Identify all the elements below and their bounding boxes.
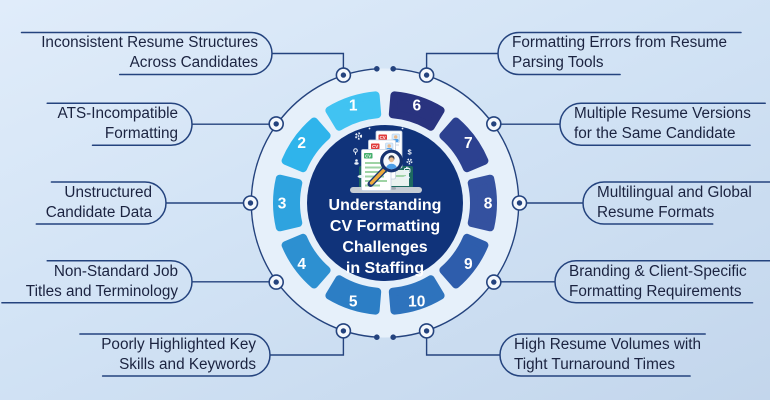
dollar-icon: $ <box>408 148 413 157</box>
wheel-segment-2 <box>281 117 331 173</box>
segment-number-6: 6 <box>412 98 421 115</box>
challenge-label-5: Poorly Highlighted Key Skills and Keywor… <box>101 335 256 375</box>
ring-end-dot <box>374 66 380 72</box>
briefcase-icon <box>405 166 409 169</box>
segment-number-7: 7 <box>464 135 473 152</box>
label-line: ATS-Incompatible <box>57 105 178 122</box>
segment-number-5: 5 <box>349 294 358 311</box>
connector-node-dot-6 <box>423 72 430 78</box>
connector-node-dot-1 <box>340 72 347 78</box>
label-line: Titles and Terminology <box>25 283 178 300</box>
wheel-segment-3 <box>273 174 303 232</box>
challenge-label-9: Branding & Client-Specific Formatting Re… <box>569 262 747 302</box>
segment-number-3: 3 <box>278 196 287 213</box>
cv-tag: CV <box>380 135 386 140</box>
label-line: Formatting Errors from Resume <box>512 34 728 51</box>
challenge-label-3: Unstructured Candidate Data <box>46 183 152 223</box>
connector-node-dot-5 <box>340 328 347 334</box>
wheel-segment-4 <box>281 233 331 289</box>
wheel-segment-8 <box>467 174 497 232</box>
center-circle <box>307 125 463 281</box>
connector-node-dot-9 <box>491 279 497 285</box>
center-title: Understanding CV Formatting Challenges i… <box>303 195 467 279</box>
wheel-segment-7 <box>439 117 489 173</box>
label-line: Branding & Client-Specific <box>569 263 747 280</box>
label-line: Poorly Highlighted Key <box>101 336 256 353</box>
label-line: Across Candidates <box>129 54 258 71</box>
magnifier-icon <box>367 149 403 187</box>
label-line: Formatting Requirements <box>569 283 742 300</box>
segment-number-2: 2 <box>297 135 306 152</box>
connector-node-dot-7 <box>491 121 497 127</box>
label-line: Candidate Data <box>45 204 152 221</box>
segment-number-9: 9 <box>464 256 473 273</box>
title-line: Understanding <box>328 197 442 214</box>
wheel-segment-6 <box>388 91 445 131</box>
cloud-icon <box>403 176 410 179</box>
challenge-label-1: Inconsistent Resume Structures Across Ca… <box>41 33 258 73</box>
gear-icon <box>406 158 413 165</box>
connector-node-dot-10 <box>423 328 430 334</box>
challenge-label-6: Formatting Errors from Resume Parsing To… <box>512 33 727 73</box>
title-line: CV Formatting <box>329 218 441 235</box>
title-line: Challenges <box>342 239 428 256</box>
connector-node-dot-2 <box>273 121 279 127</box>
connector-node-dot-8 <box>516 200 523 206</box>
label-line: Parsing Tools <box>512 54 604 71</box>
segment-number-10: 10 <box>408 294 425 311</box>
cv-tag: CV <box>372 144 378 149</box>
label-line: Tight Turnaround Times <box>514 356 675 373</box>
cloud-icon <box>357 175 365 178</box>
label-line: for the Same Candidate <box>574 125 736 142</box>
connector-line-6 <box>425 52 498 76</box>
wheel-segment-1 <box>325 91 382 131</box>
segment-number-1: 1 <box>349 98 358 115</box>
challenge-label-8: Multilingual and Global Resume Formats <box>597 183 752 223</box>
wheel-segment-5 <box>325 275 382 315</box>
label-line: Skills and Keywords <box>119 356 256 373</box>
gear-icon <box>354 132 363 140</box>
person-icon <box>355 159 358 162</box>
ring-end-dot <box>390 66 397 72</box>
dot-icon <box>401 127 404 130</box>
cv-review-illustration: CV CV CV <box>350 127 422 193</box>
person-icon <box>354 162 359 165</box>
label-line: Non-Standard Job <box>53 263 178 280</box>
label-line: High Resume Volumes with <box>514 336 702 353</box>
label-line: Inconsistent Resume Structures <box>41 34 258 51</box>
label-line: Multilingual and Global <box>597 184 752 201</box>
challenge-label-4: Non-Standard Job Titles and Terminology <box>26 262 178 302</box>
segment-number-8: 8 <box>484 196 493 213</box>
challenge-label-10: High Resume Volumes with Tight Turnaroun… <box>514 335 701 375</box>
connector-line-1 <box>272 52 345 76</box>
challenge-label-2: ATS-Incompatible Formatting <box>58 104 178 144</box>
wheel-segment-10 <box>388 275 445 315</box>
label-line: Unstructured <box>64 184 152 201</box>
label-line: Resume Formats <box>597 204 715 221</box>
ring-end-dot <box>374 334 380 341</box>
floating-icons: $ <box>353 127 413 179</box>
wheel-segment-9 <box>439 233 489 289</box>
label-line: Formatting <box>104 125 178 142</box>
label-line: Multiple Resume Versions <box>574 105 751 122</box>
challenge-label-7: Multiple Resume Versions for the Same Ca… <box>574 104 751 144</box>
cv-tag: CV <box>365 154 371 159</box>
title-line: in Staffing <box>345 260 425 277</box>
connector-line-10 <box>425 330 500 356</box>
connector-node-dot-4 <box>273 279 279 285</box>
connector-node-dot-3 <box>247 200 254 206</box>
segment-number-4: 4 <box>297 256 306 273</box>
connector-line-5 <box>270 330 345 356</box>
ring-end-dot <box>390 334 397 341</box>
dot-icon <box>368 127 371 130</box>
